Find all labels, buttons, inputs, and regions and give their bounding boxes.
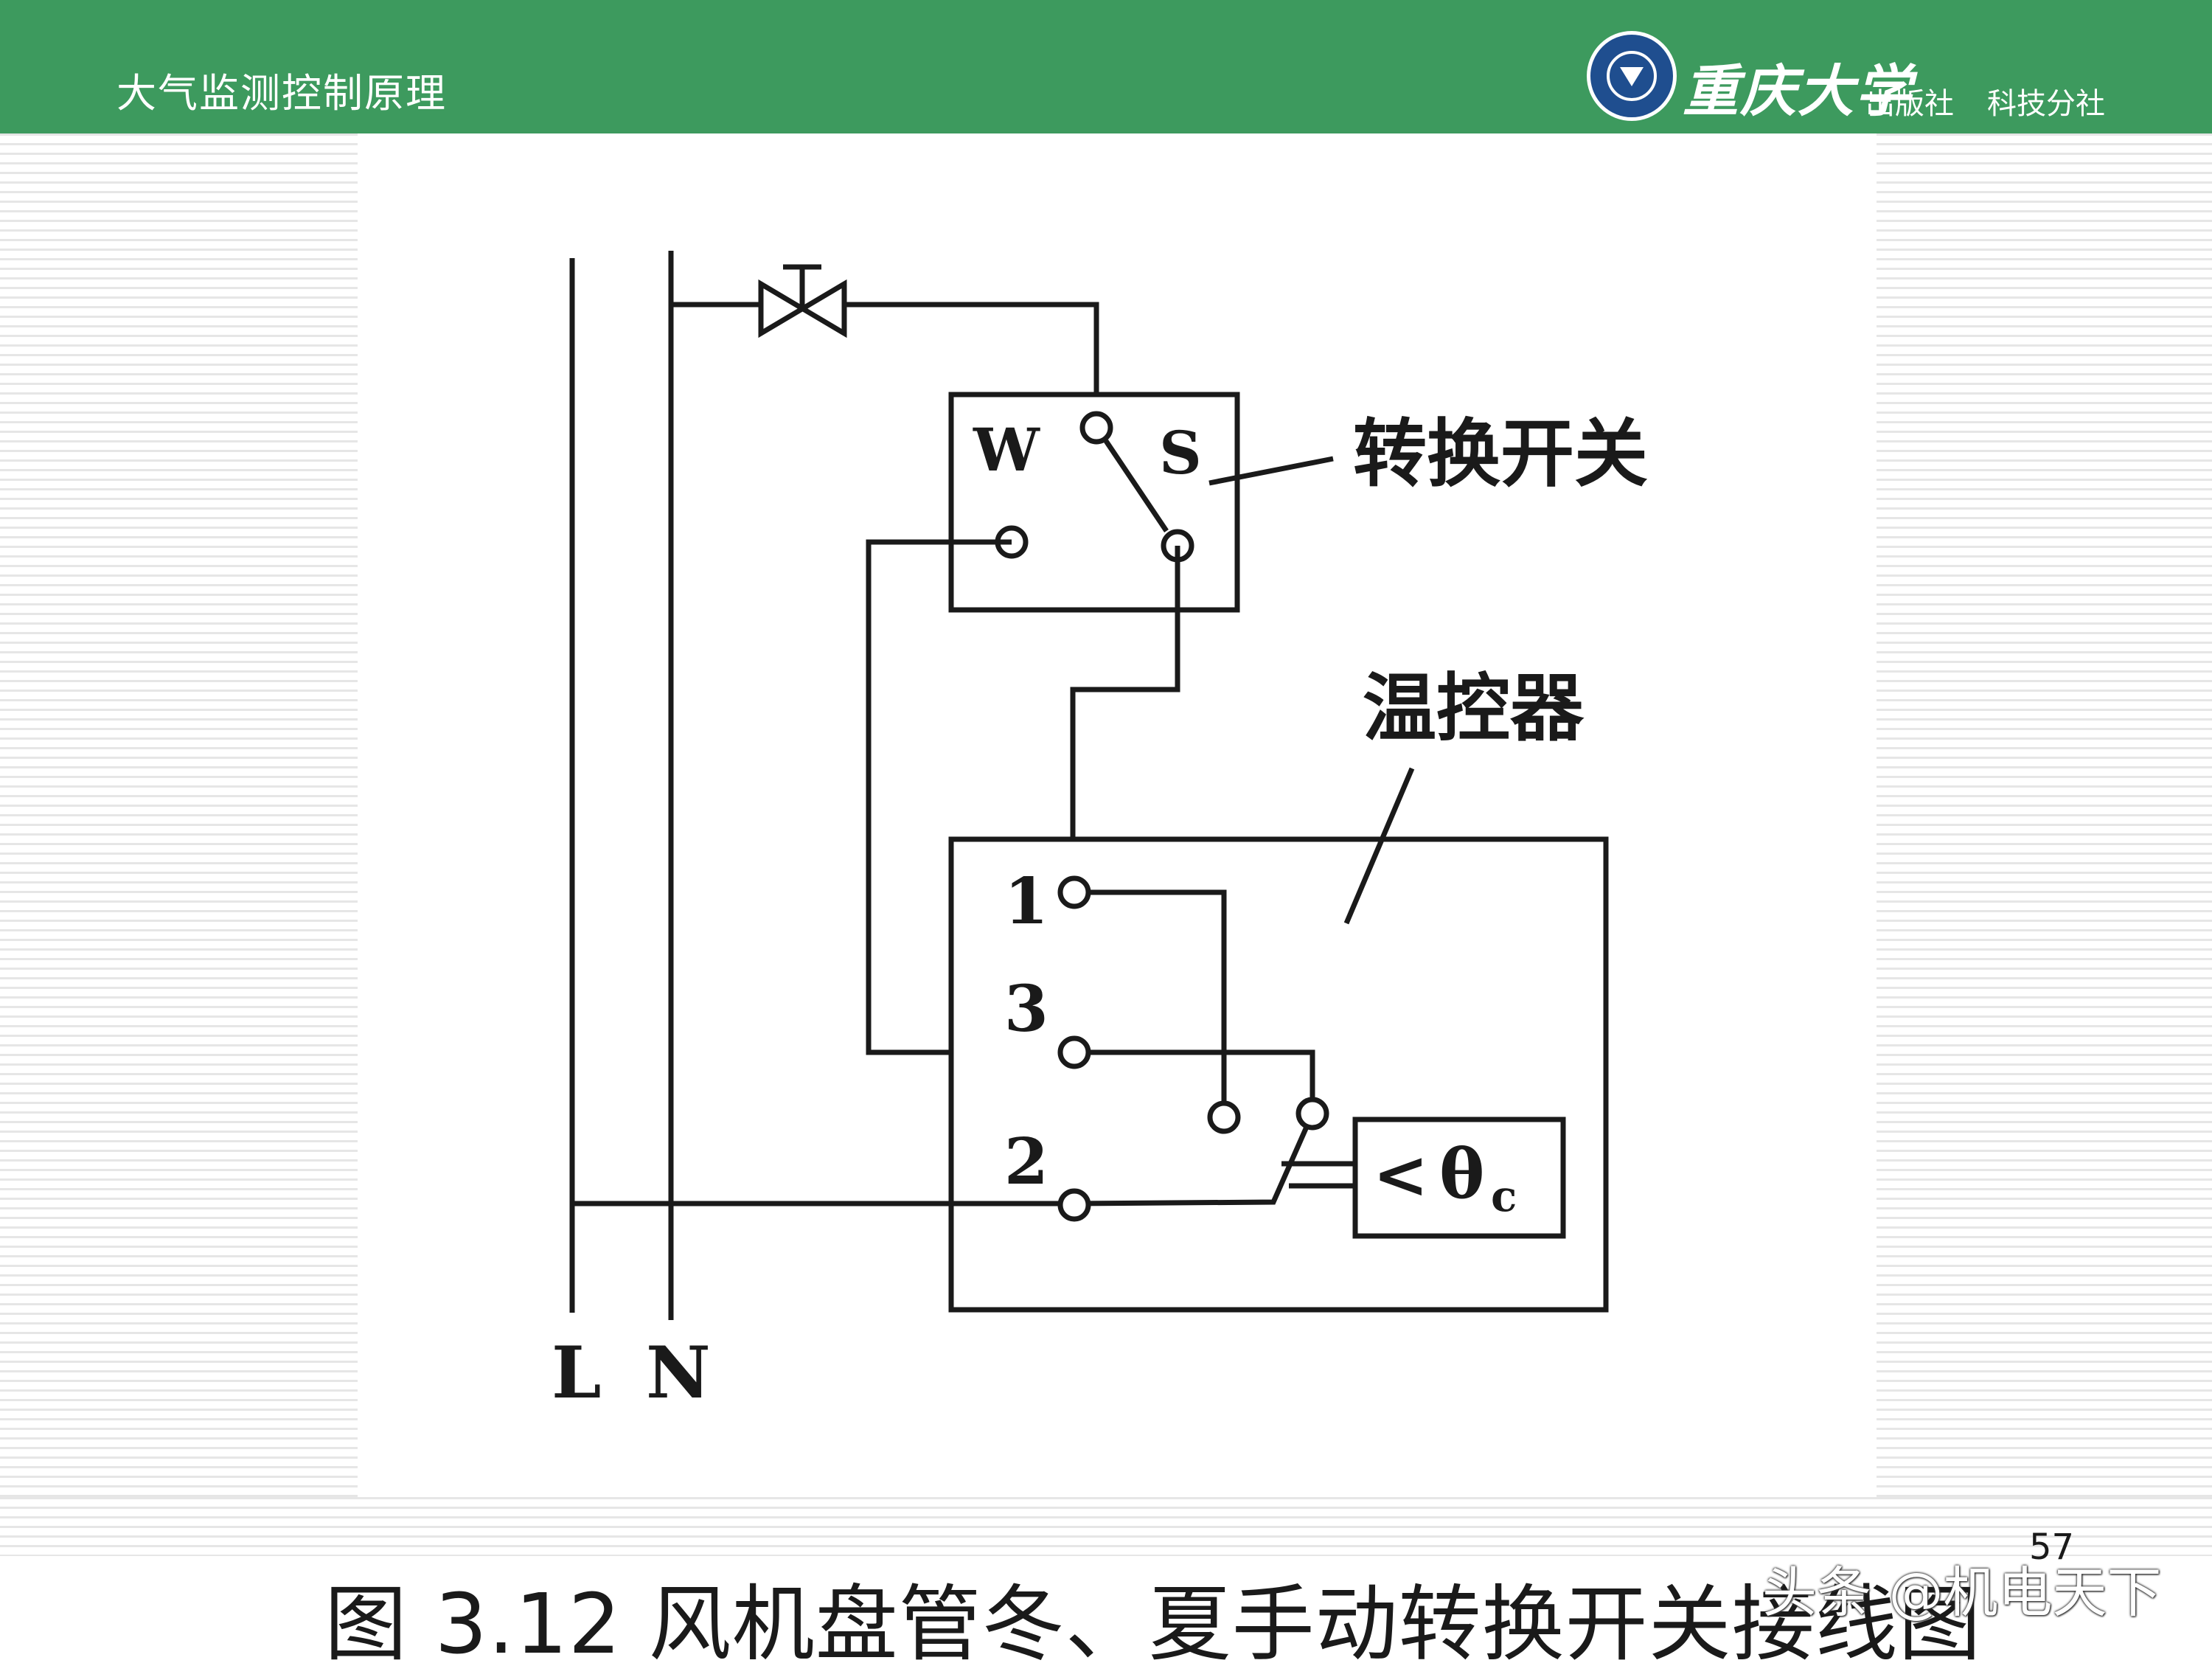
thermostat-label-leader	[1343, 767, 1415, 925]
changeover-switch-box	[948, 392, 1240, 613]
terminal-1-label: 1	[1004, 864, 1048, 939]
wire-s-to-terminal-1	[1070, 546, 1180, 891]
sensor-symbol: θ	[1439, 1134, 1484, 1214]
switch-label-leader	[1208, 456, 1334, 486]
background-stripes-bottom	[0, 1497, 2212, 1556]
contact-b	[1295, 1097, 1329, 1131]
wire-terminal-1-to-contact	[1074, 889, 1227, 1117]
temperature-sensor-box	[1352, 1117, 1566, 1239]
background-stripes-right	[1877, 133, 2212, 1498]
thermostat-contact-blade	[1074, 1112, 1315, 1206]
university-seal-icon	[1587, 31, 1677, 121]
switch-position-w: W	[973, 415, 1040, 485]
thermostat-box	[948, 836, 1609, 1313]
valve-stem	[783, 264, 821, 308]
contact-a	[1207, 1100, 1241, 1134]
switch-common-terminal	[1079, 411, 1113, 445]
line-n-label: N	[646, 1331, 711, 1414]
background-stripes-left	[0, 133, 358, 1498]
university-name: 重庆大学	[1683, 58, 1913, 124]
branch-label: 科技分社	[1987, 87, 2105, 121]
terminal-2-label: 2	[1004, 1125, 1048, 1199]
course-title: 大气监测控制原理	[116, 70, 447, 117]
publisher-label: 出版社	[1865, 87, 1954, 121]
line-l-label: L	[552, 1331, 602, 1414]
switch-position-s: S	[1159, 418, 1202, 487]
sensor-link	[1281, 1161, 1355, 1189]
terminal-3	[1057, 1035, 1091, 1069]
sensor-subscript: c	[1491, 1171, 1517, 1221]
page-number: 57	[2029, 1527, 2075, 1568]
terminal-3-label: 3	[1004, 972, 1048, 1046]
sensor-comparator: <	[1373, 1136, 1428, 1214]
watermark: 头条 @机电天下	[1762, 1561, 2162, 1625]
valve-icon	[758, 279, 847, 338]
terminal-1	[1057, 875, 1091, 909]
switch-blade	[1104, 440, 1169, 532]
wire-valve-to-switch	[844, 302, 1099, 428]
figure-caption: 图 3.12 风机盘管冬、夏手动转换开关接线图	[324, 1577, 1982, 1673]
wire-terminal-3-to-contact	[1074, 1049, 1315, 1114]
switch-label: 转换开关	[1353, 410, 1648, 497]
terminal-2	[1057, 1188, 1091, 1222]
thermostat-label: 温控器	[1363, 664, 1585, 751]
header-bar: 大气监测控制原理 重庆大学 出版社 科技分社	[0, 0, 2212, 133]
